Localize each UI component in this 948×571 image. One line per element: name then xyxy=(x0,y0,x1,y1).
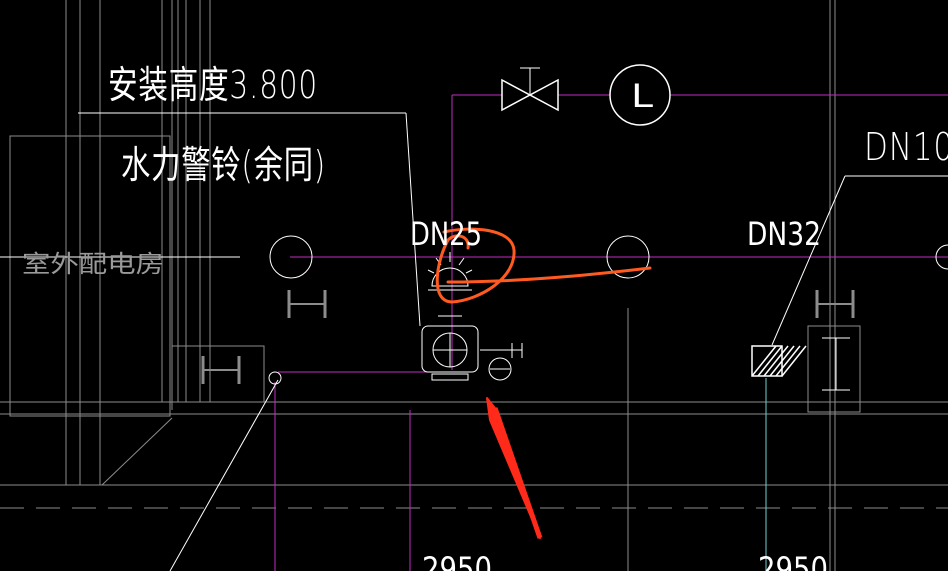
hatch-line xyxy=(781,345,807,377)
pipe-circle-marker xyxy=(606,235,650,279)
pipe-size-label-dn25: DN25 xyxy=(410,215,482,253)
install-height-label: 安装高度3.800 xyxy=(108,63,318,107)
alarm-bell-label: 水力警铃(余同) xyxy=(121,143,326,187)
valve-l-letter: L xyxy=(631,77,653,115)
hatch-line xyxy=(763,345,789,377)
hatch-line xyxy=(751,345,777,377)
valve-l-circle xyxy=(609,64,671,126)
pressure-gauge-icon xyxy=(488,357,512,381)
room-outline xyxy=(9,135,171,417)
hatch-line xyxy=(757,345,783,377)
equipment-box xyxy=(171,345,265,403)
red-arrow-shaft xyxy=(492,407,543,539)
pipe-size-label-dn32: DN32 xyxy=(747,215,821,253)
bell-ray xyxy=(465,269,473,274)
bell-ray xyxy=(427,269,435,274)
room-label: 室外配电房 xyxy=(22,250,164,278)
annotation-marks xyxy=(435,227,652,539)
pipe-circle-marker xyxy=(269,235,313,279)
bell-ray xyxy=(458,257,465,266)
dimension-label-left: 2950 xyxy=(422,550,492,571)
magenta-pipe-lines xyxy=(274,94,948,571)
white-leader-lines xyxy=(78,112,948,571)
dimension-label-right: 2950 xyxy=(758,550,828,571)
diagonal-structure-line xyxy=(101,417,173,486)
column-outline xyxy=(807,325,861,413)
pipe-size-label-dn10: DN10 xyxy=(864,125,948,169)
alarm-valve-base xyxy=(431,373,469,381)
leader-line xyxy=(771,175,846,346)
hatch-line xyxy=(775,345,801,377)
hatch-line xyxy=(769,345,795,377)
orange-circle-annotation xyxy=(435,227,652,304)
leader-line xyxy=(169,379,279,571)
alarm-valve-body xyxy=(421,325,479,373)
cad-symbols xyxy=(201,64,948,391)
leader-line xyxy=(405,112,421,327)
pipe-circle-marker xyxy=(935,244,948,270)
gate-valve-icon xyxy=(501,78,559,112)
small-pipe-circle xyxy=(268,371,282,385)
